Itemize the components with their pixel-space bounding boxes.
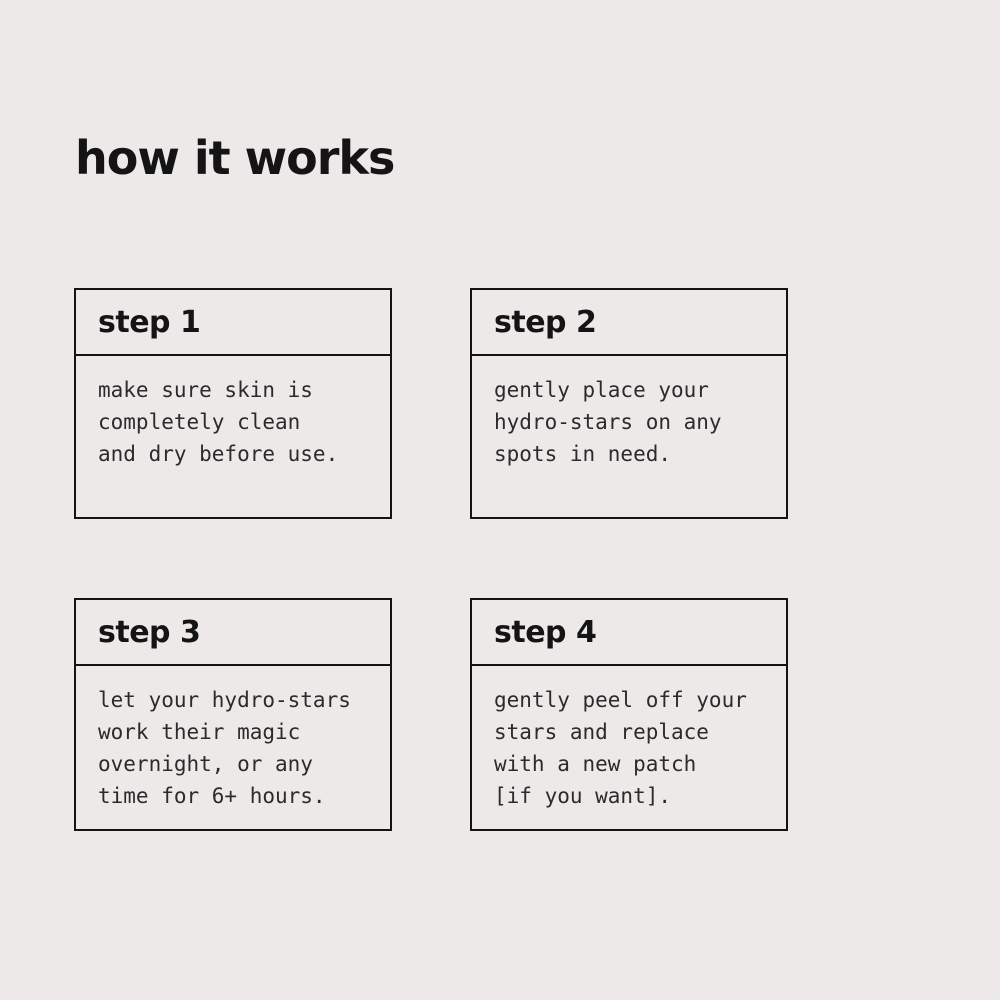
- step-1-card: step 1 make sure skin is completely clea…: [74, 288, 392, 519]
- step-2-label: step 2: [494, 304, 597, 340]
- step-1-header: step 1: [76, 290, 390, 356]
- step-2-card: step 2 gently place your hydro-stars on …: [470, 288, 788, 519]
- step-1-label: step 1: [98, 304, 201, 340]
- step-3-label: step 3: [98, 614, 201, 650]
- step-4-description: gently peel off your stars and replace w…: [494, 688, 747, 808]
- step-3-header: step 3: [76, 600, 390, 666]
- step-3-card: step 3 let your hydro-stars work their m…: [74, 598, 392, 831]
- step-2-description: gently place your hydro-stars on any spo…: [494, 378, 722, 466]
- step-2-header: step 2: [472, 290, 786, 356]
- step-1-description: make sure skin is completely clean and d…: [98, 378, 339, 466]
- step-4-label: step 4: [494, 614, 597, 650]
- page-title: how it works: [75, 130, 395, 185]
- step-4-header: step 4: [472, 600, 786, 666]
- step-4-card: step 4 gently peel off your stars and re…: [470, 598, 788, 831]
- step-3-description: let your hydro-stars work their magic ov…: [98, 688, 351, 808]
